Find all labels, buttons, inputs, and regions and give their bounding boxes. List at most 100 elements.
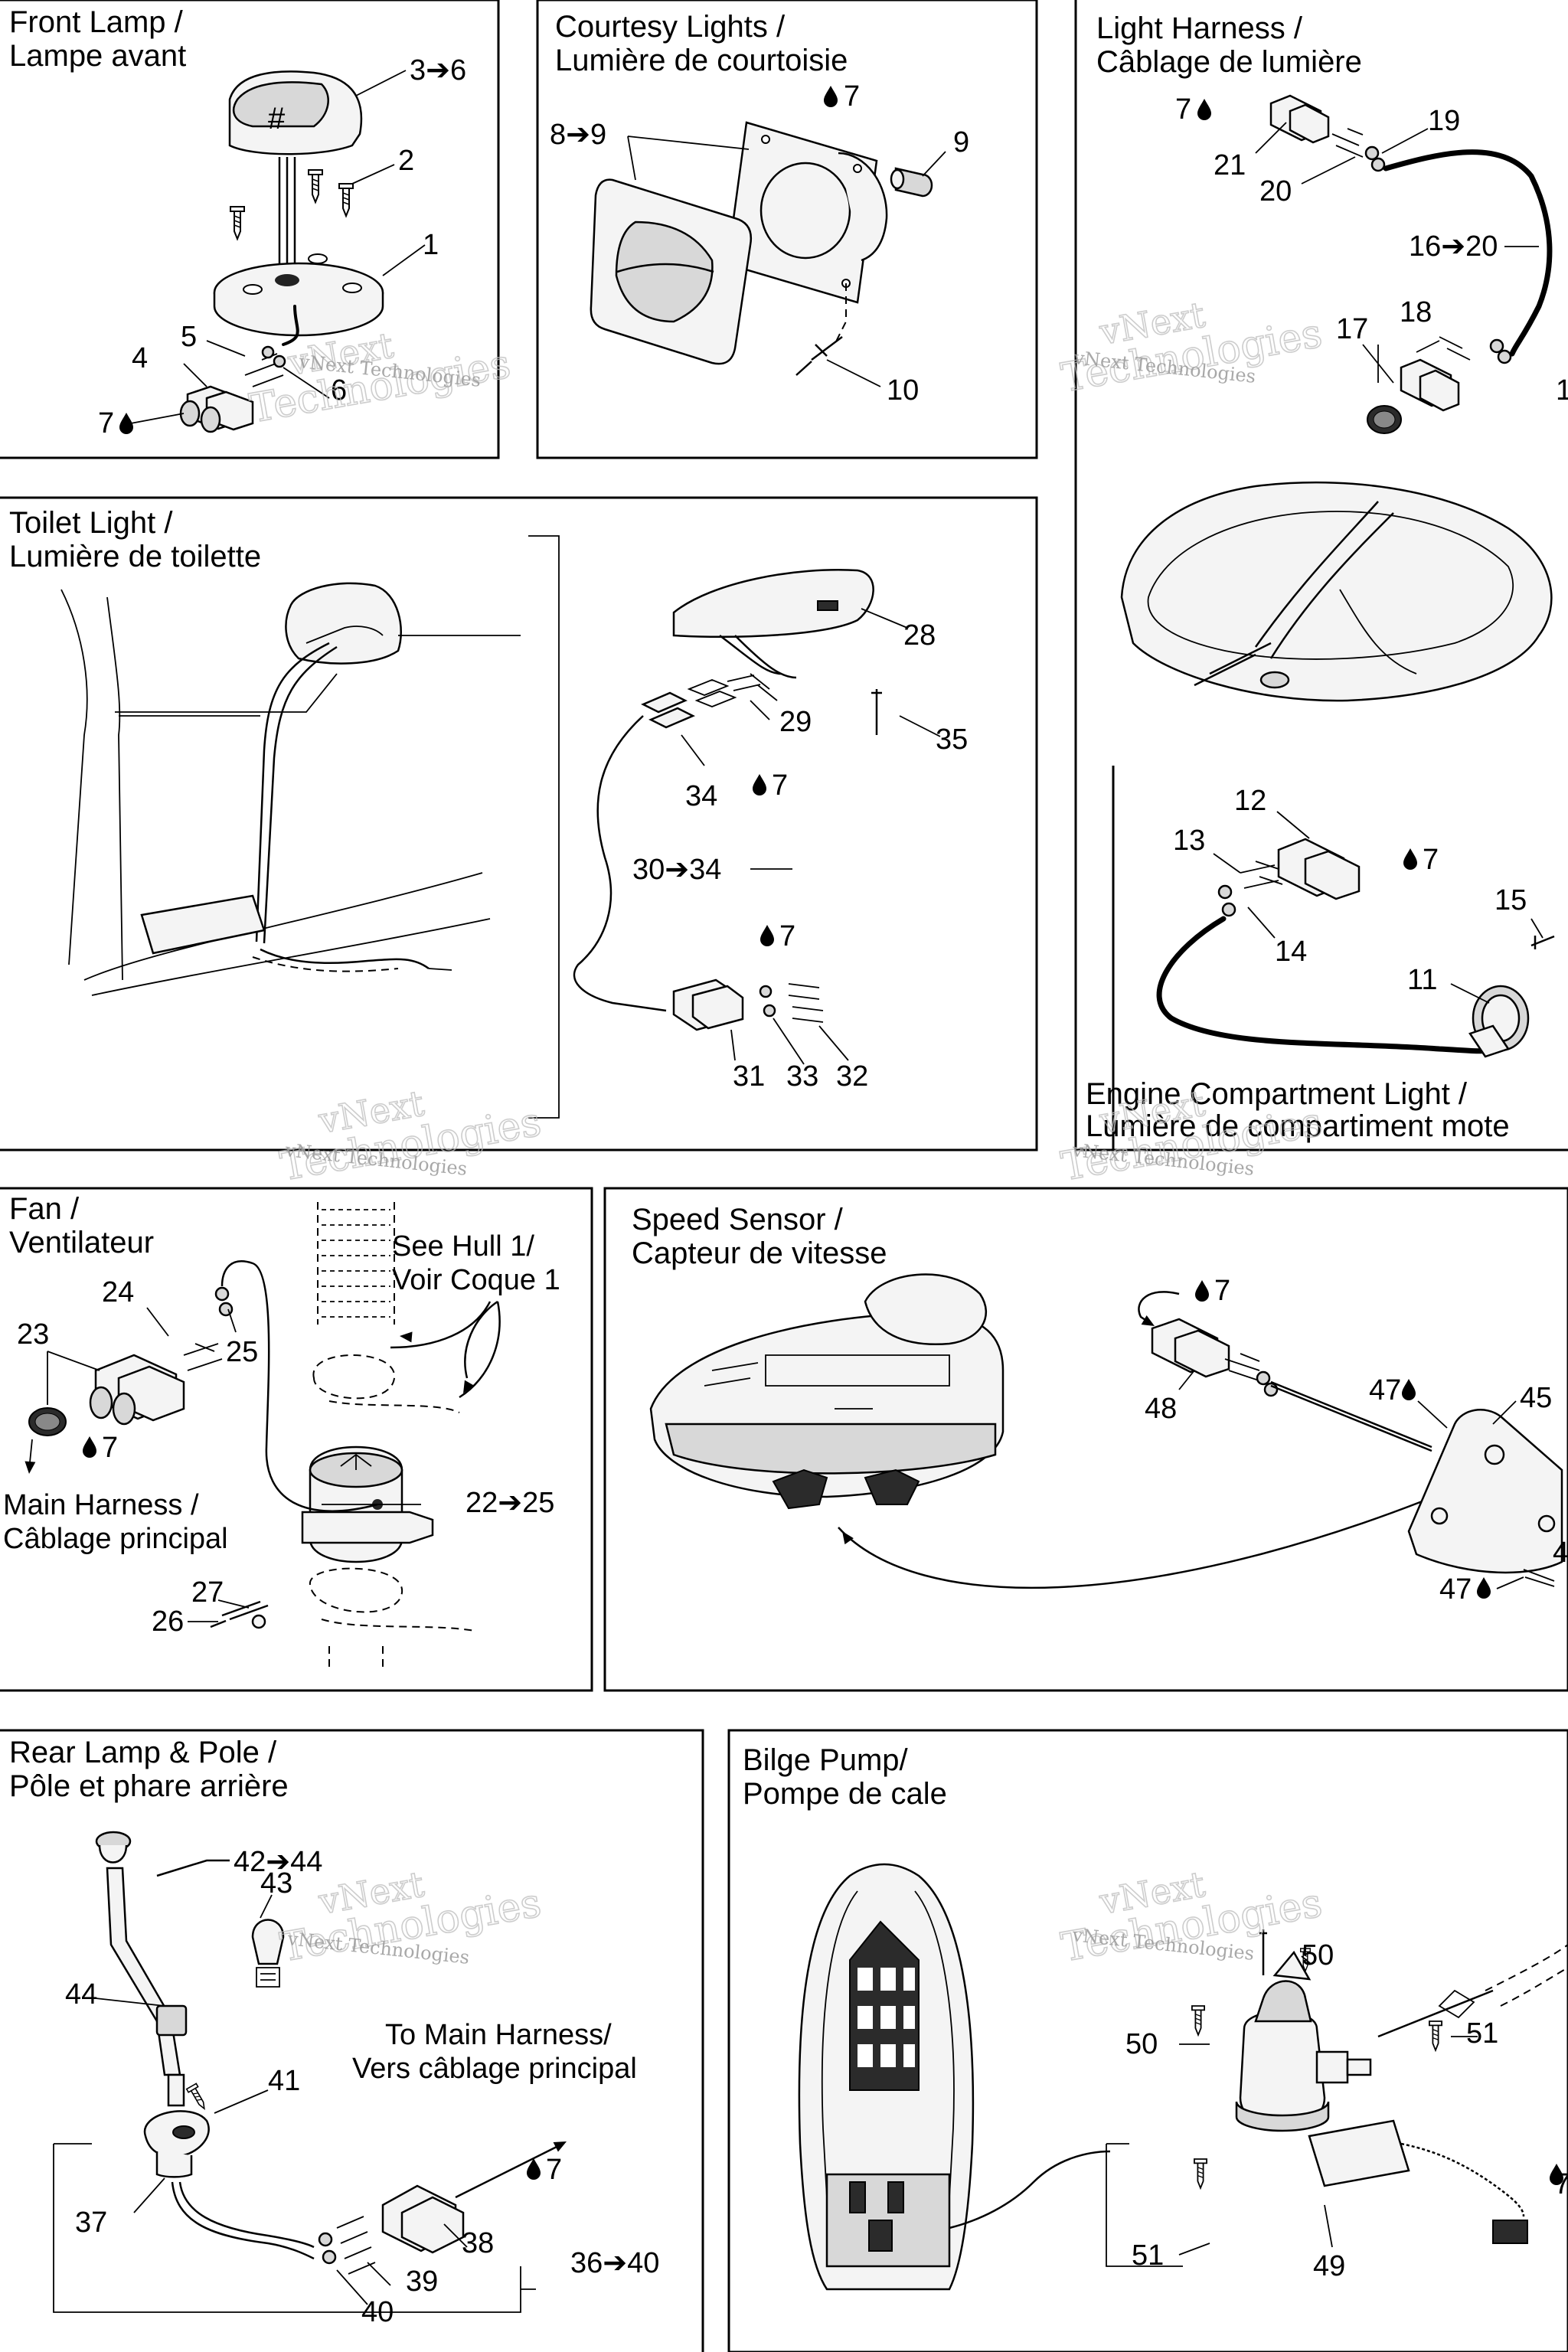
bilge-subtitle: Pompe de cale bbox=[743, 1777, 947, 1811]
jetski-top-drawing bbox=[798, 1863, 975, 2291]
callout-1: 1 bbox=[423, 229, 439, 261]
front-lamp-panel: Front Lamp / Lampe avant # 3➔6 2 bbox=[9, 5, 466, 439]
toilet-title: Toilet Light / bbox=[9, 506, 173, 540]
callout-7: 7 bbox=[772, 769, 788, 802]
callout-16-20: 16➔20 bbox=[1409, 230, 1498, 263]
toilet-light-panel: Toilet Light / Lumière de toilette bbox=[9, 506, 968, 1119]
callout-31: 31 bbox=[733, 1060, 765, 1093]
to-main-harness-label: To Main Harness/ bbox=[385, 2019, 612, 2051]
callout-37: 37 bbox=[75, 2207, 107, 2239]
bilge-title: Bilge Pump/ bbox=[743, 1743, 909, 1777]
callout-4x: 4 bbox=[1553, 1537, 1568, 1569]
callout-8-9: 8➔9 bbox=[550, 119, 606, 151]
speed-sensor-drawing bbox=[1151, 1318, 1563, 1587]
engine-light-drawing bbox=[1156, 838, 1555, 1058]
fan-title: Fan / bbox=[9, 1192, 80, 1226]
callout-47: 47 bbox=[1369, 1374, 1401, 1406]
callout-11: 11 bbox=[1407, 964, 1437, 996]
callout-50: 50 bbox=[1125, 2028, 1158, 2060]
rear-lamp-drawing bbox=[95, 1831, 465, 2275]
svg-text:#: # bbox=[268, 102, 286, 136]
fan-subtitle: Ventilateur bbox=[9, 1226, 154, 1259]
sealant-drop-icon bbox=[760, 925, 774, 946]
bilge-pump-drawing bbox=[1235, 1929, 1568, 2244]
light-harness-title: Light Harness / bbox=[1096, 11, 1303, 45]
engine-light-title: Engine Compartment Light / bbox=[1086, 1077, 1468, 1111]
callout-9: 9 bbox=[953, 126, 969, 158]
callout-7: 7 bbox=[1423, 844, 1439, 876]
callout-10: 10 bbox=[887, 374, 919, 407]
courtesy-light-drawing bbox=[590, 121, 933, 376]
speed-title: Speed Sensor / bbox=[632, 1203, 844, 1236]
callout-12: 12 bbox=[1234, 785, 1266, 817]
main-harness-label: Main Harness / bbox=[3, 1489, 199, 1521]
callout-3-6: 3➔6 bbox=[410, 54, 466, 87]
engine-light-subtitle: Lumière de compartiment mote bbox=[1086, 1109, 1510, 1143]
callout-18: 18 bbox=[1400, 296, 1432, 328]
callout-7: 7 bbox=[844, 80, 860, 113]
rear-lamp-title: Rear Lamp & Pole / bbox=[9, 1736, 277, 1769]
courtesy-lights-panel: Courtesy Lights / Lumière de courtoisie … bbox=[550, 10, 969, 407]
see-hull-note: See Hull 1/ bbox=[392, 1230, 534, 1263]
callout-17: 17 bbox=[1336, 313, 1368, 345]
fan-drawing bbox=[28, 1202, 475, 1669]
speed-sensor-panel: Speed Sensor / Capteur de vitesse bbox=[632, 1203, 1568, 1606]
callout-21: 21 bbox=[1214, 149, 1246, 181]
callout-39: 39 bbox=[406, 2265, 438, 2298]
callout-4: 4 bbox=[132, 342, 148, 374]
sealant-drop-icon bbox=[1477, 1577, 1491, 1599]
jetski-rear-drawing bbox=[649, 1273, 1004, 1510]
courtesy-title: Courtesy Lights / bbox=[555, 10, 786, 44]
callout-33: 33 bbox=[786, 1060, 818, 1093]
callout-51: 51 bbox=[1132, 2239, 1164, 2272]
bilge-pump-panel: Bilge Pump/ Pompe de cale bbox=[743, 1743, 1568, 2291]
callout-7: 7 bbox=[1554, 2168, 1568, 2200]
rear-lamp-subtitle: Pôle et phare arrière bbox=[9, 1769, 289, 1803]
sealant-drop-icon bbox=[83, 1436, 96, 1458]
front-lamp-drawing: # bbox=[179, 70, 384, 433]
callout-32: 32 bbox=[836, 1060, 868, 1093]
callout-38: 38 bbox=[462, 2227, 494, 2259]
sealant-drop-icon bbox=[119, 413, 133, 434]
callout-25: 25 bbox=[226, 1336, 258, 1368]
toilet-context-drawing bbox=[60, 535, 560, 1119]
callout-44: 44 bbox=[65, 1978, 97, 2011]
sealant-drop-icon bbox=[824, 86, 838, 107]
sealant-drop-icon bbox=[753, 774, 766, 795]
callout-23: 23 bbox=[17, 1318, 49, 1351]
callout-22-25: 22➔25 bbox=[466, 1487, 554, 1519]
light-harness-subtitle: Câblage de lumière bbox=[1096, 45, 1362, 79]
sealant-drop-icon bbox=[1403, 848, 1417, 870]
light-harness-panel: Light Harness / Câblage de lumière 7 21 … bbox=[1096, 11, 1568, 702]
see-hull-note-fr: Voir Coque 1 bbox=[392, 1264, 560, 1296]
toilet-subtitle: Lumière de toilette bbox=[9, 540, 261, 573]
callout-13: 13 bbox=[1173, 825, 1205, 857]
callout-30-34: 30➔34 bbox=[632, 854, 721, 886]
callout-29: 29 bbox=[779, 706, 812, 738]
callout-47: 47 bbox=[1439, 1573, 1472, 1606]
callout-35: 35 bbox=[936, 724, 968, 756]
sealant-drop-icon bbox=[1197, 99, 1211, 120]
toilet-light-drawing bbox=[573, 569, 882, 1031]
callout-7: 7 bbox=[98, 407, 114, 439]
main-harness-label-fr: Câblage principal bbox=[3, 1523, 228, 1555]
callout-20: 20 bbox=[1259, 175, 1292, 207]
callout-45: 45 bbox=[1520, 1382, 1552, 1414]
callout-43: 43 bbox=[260, 1867, 292, 1900]
callout-34: 34 bbox=[685, 780, 717, 812]
callout-7: 7 bbox=[102, 1432, 118, 1464]
engine-light-panel: 12 13 7 15 14 11 Engine Compartment Ligh… bbox=[1086, 785, 1555, 1143]
callout-27: 27 bbox=[191, 1576, 224, 1609]
watermarks: vNext Technologies vNext Technologies vN… bbox=[246, 293, 1326, 1971]
front-lamp-subtitle: Lampe avant bbox=[9, 39, 186, 73]
hull-seat-drawing bbox=[1120, 481, 1553, 702]
sealant-drop-icon bbox=[1195, 1280, 1209, 1302]
courtesy-subtitle: Lumière de courtoisie bbox=[555, 44, 848, 77]
callout-40: 40 bbox=[361, 2296, 394, 2328]
callout-7: 7 bbox=[1214, 1275, 1230, 1307]
fan-panel: Fan / Ventilateur bbox=[3, 1192, 560, 1669]
callout-42-44: 42➔44 bbox=[234, 1846, 322, 1878]
callout-7: 7 bbox=[546, 2154, 562, 2186]
